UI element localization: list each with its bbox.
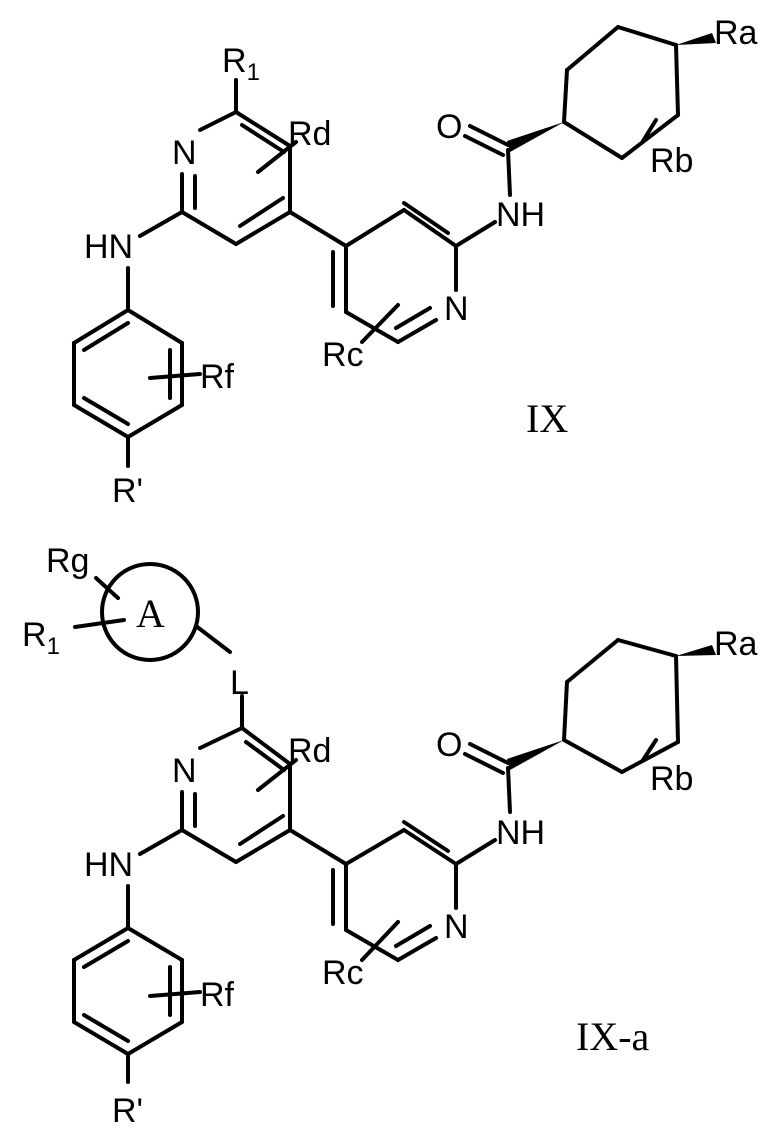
ix-rb-label: Rb <box>650 142 693 180</box>
ix-hn-bond <box>140 212 182 236</box>
ix-a-linker-label: L <box>230 664 249 702</box>
ix-a-compound-label: IX-a <box>576 1014 650 1059</box>
ix-cyclohexane-ring <box>564 27 678 158</box>
ix-a-benzene-ring <box>74 928 200 1082</box>
ix-a-r1-label: R1 <box>22 616 60 660</box>
ix-a-pyrimidine-n-label: N <box>172 752 197 790</box>
ix-a-cyclohexane-ring <box>564 640 678 772</box>
ix-a-o-label: O <box>436 726 462 764</box>
ix-pyrimidine-ring <box>182 80 296 244</box>
ix-a-rg-label: Rg <box>46 542 89 580</box>
ix-a-ring-linker-bond <box>196 626 230 652</box>
ix-a-biaryl-bond <box>290 830 346 864</box>
ix-ra-label: Ra <box>714 14 758 52</box>
ix-benzene-ring <box>74 310 200 466</box>
structure-ix-a: Rg R1 A L Rd N HN Rf R' N Rc NH O Ra Rb … <box>22 542 758 1130</box>
ix-a-hn-label: HN <box>84 846 133 884</box>
ix-a-rd-label: Rd <box>288 732 331 770</box>
ix-rf-label: Rf <box>200 358 235 396</box>
ix-rd-label: Rd <box>288 115 331 153</box>
ix-a-wedge-ra <box>676 645 716 656</box>
ix-wedge-ra <box>676 33 716 45</box>
ix-pyridine-ring <box>333 203 456 342</box>
ix-a-r-prime-label: R' <box>112 1092 143 1130</box>
ix-biaryl-bond <box>290 212 346 246</box>
ix-a-rb-label: Rb <box>650 760 693 798</box>
ix-pyridine-n-label: N <box>444 290 469 328</box>
structure-ix: R1 Rd N HN Rf R' N Rc NH O Ra Rb IX <box>74 14 758 510</box>
ix-r-prime-label: R' <box>112 472 143 510</box>
ix-a-wedge-amide <box>507 740 564 770</box>
ix-a-pyrimidine-ring <box>182 712 296 862</box>
ix-a-nh-label: NH <box>496 814 545 852</box>
ix-a-r1-bond <box>75 620 124 627</box>
ix-a-ring-a-label: A <box>136 591 165 636</box>
ix-o-label: O <box>436 108 462 146</box>
ix-hn-label: HN <box>84 228 133 266</box>
ix-rc-label: Rc <box>322 336 364 374</box>
ix-pyrimidine-n-label: N <box>172 134 197 172</box>
ix-r1-label: R1 <box>222 42 260 86</box>
ix-a-pyridine-n-label: N <box>444 908 469 946</box>
ix-a-rc-label: Rc <box>322 954 364 992</box>
ix-a-hn-bond <box>140 830 182 854</box>
ix-a-rf-label: Rf <box>200 976 235 1014</box>
ix-a-pyridine-ring <box>333 822 456 960</box>
ix-nh-label: NH <box>496 196 545 234</box>
ix-wedge-amide <box>507 122 564 152</box>
ix-compound-label: IX <box>526 396 568 441</box>
ix-a-ra-label: Ra <box>714 625 758 663</box>
